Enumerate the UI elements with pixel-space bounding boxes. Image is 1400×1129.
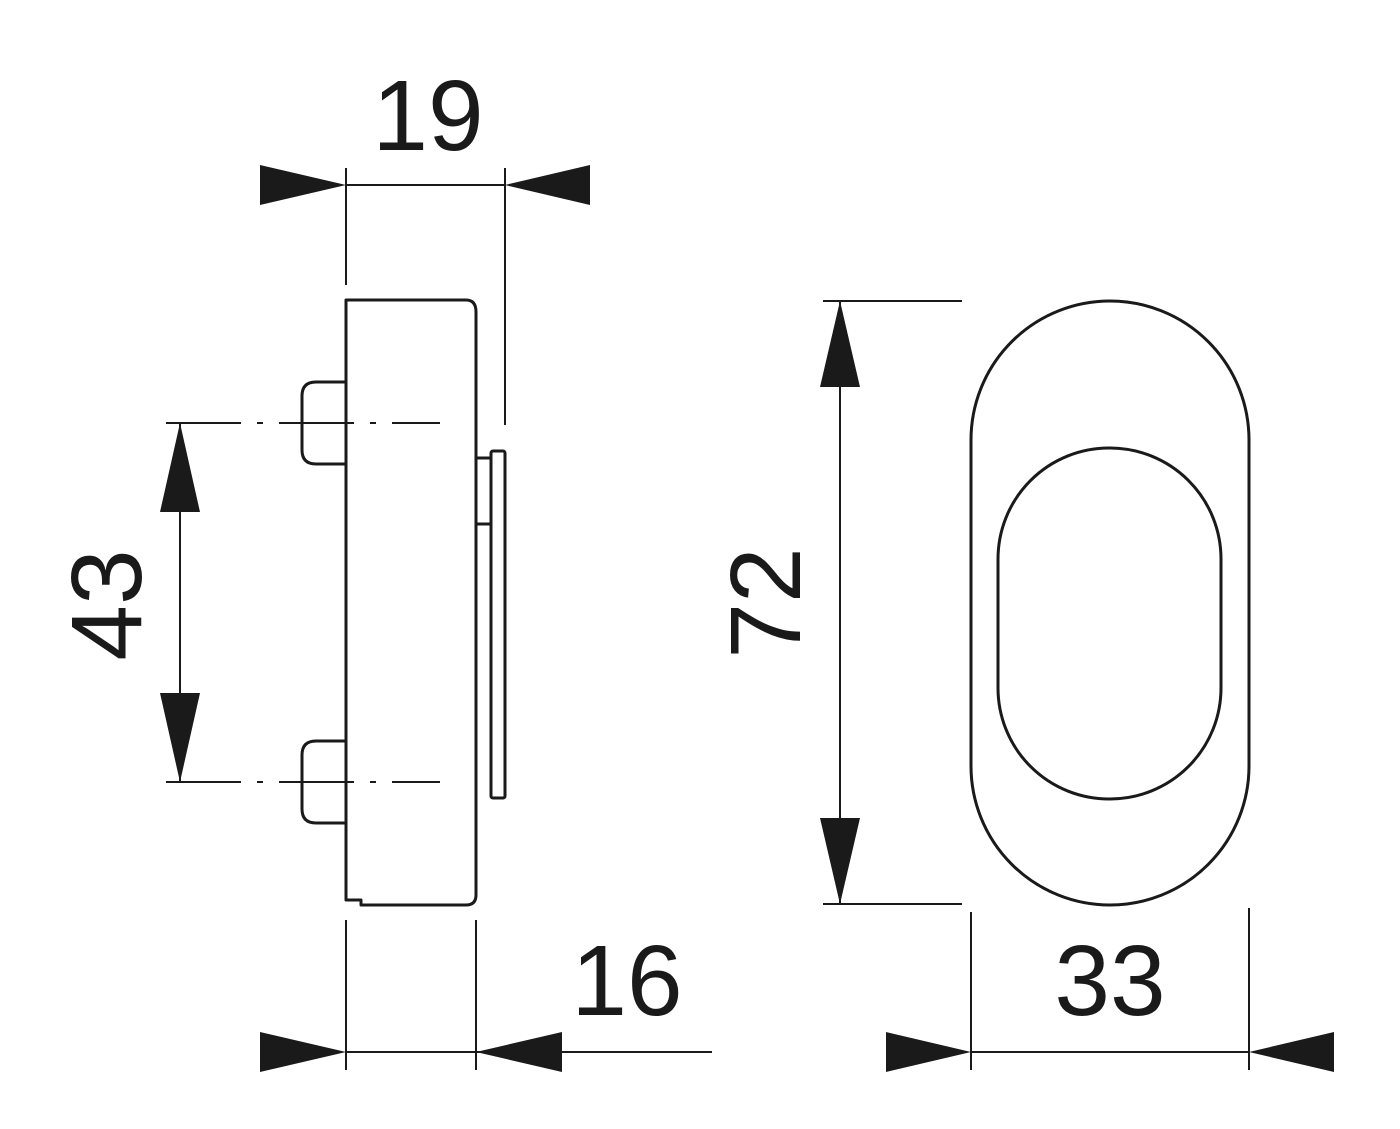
- arrowhead-left: [886, 1032, 971, 1072]
- arrowhead-right: [476, 1032, 562, 1072]
- rose-body-outline: [344, 298, 478, 907]
- arrowhead-left: [260, 165, 346, 205]
- dimension-rose-depth: 16: [260, 920, 712, 1072]
- arrowhead-right: [1249, 1032, 1334, 1072]
- rose-inner-recess: [996, 446, 1223, 801]
- arrowhead-bottom: [160, 693, 200, 782]
- arrowhead-top: [820, 301, 860, 387]
- back-plate: [489, 449, 507, 800]
- dimension-label-rose-depth: 16: [571, 925, 682, 1037]
- rose-outer-outline: [969, 299, 1251, 907]
- arrowhead-left: [260, 1032, 346, 1072]
- dimension-label-total-depth: 19: [372, 60, 483, 172]
- dimension-height: 72: [710, 300, 962, 905]
- front-view: [969, 299, 1251, 907]
- dimension-total-depth: 19: [260, 60, 590, 425]
- arrowhead-top: [160, 423, 200, 512]
- arrowhead-right: [505, 165, 590, 205]
- dimension-label-width: 33: [1054, 925, 1165, 1037]
- arrowhead-bottom: [820, 818, 860, 904]
- dimension-label-screw-spacing: 43: [51, 549, 163, 660]
- back-plate-stem: [474, 456, 493, 526]
- dimension-screw-spacing: 43: [51, 423, 200, 782]
- dimension-label-height: 72: [710, 547, 822, 658]
- dimension-width: 33: [886, 908, 1334, 1072]
- side-view: [166, 298, 507, 907]
